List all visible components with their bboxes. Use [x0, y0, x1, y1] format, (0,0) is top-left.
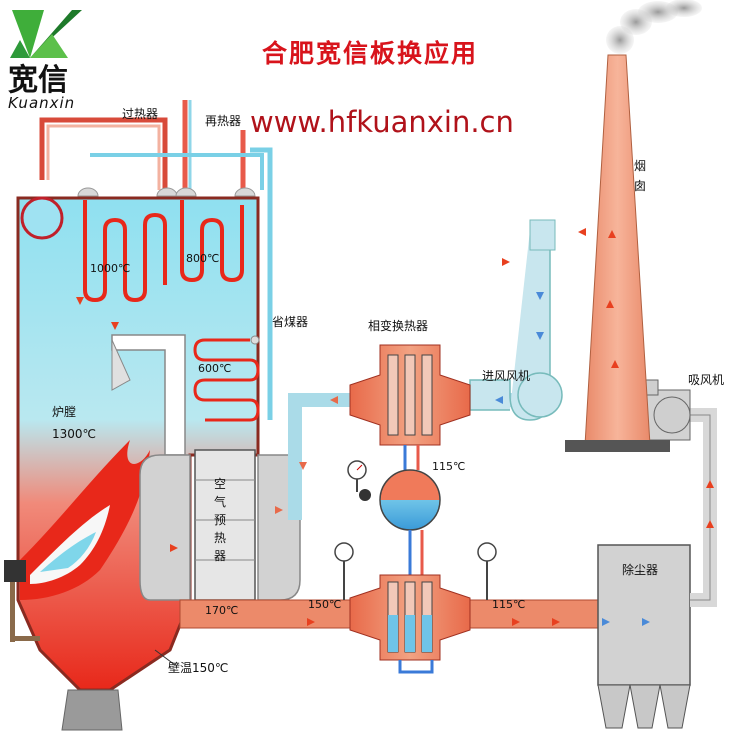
air-preheater-char-3: 预 [214, 513, 226, 527]
air-preheater-char-4: 热 [214, 531, 226, 545]
temp-1000-label: 1000℃ [90, 262, 130, 275]
company-title: 合肥宽信板换应用 [262, 39, 478, 68]
induced-fan [639, 379, 691, 441]
phase-change-hx-label: 相变换热器 [368, 318, 428, 333]
air-preheater-char-1: 空 [214, 477, 226, 491]
steam-drum [20, 196, 64, 240]
exhaust-duct [690, 408, 717, 607]
pressure-gauge-right-icon [477, 542, 497, 600]
air-preheater-char-2: 气 [214, 494, 226, 509]
logo-chinese-text: 宽信 [8, 63, 68, 98]
pressure-gauge-left-icon [334, 542, 354, 600]
pressure-gauge-upper-icon [347, 460, 371, 501]
air-flow-arrows [495, 292, 650, 626]
wall-temp-label: 壁温150℃ [168, 660, 228, 675]
inlet-fan [469, 219, 563, 421]
economizer-label: 省煤器 [272, 315, 308, 329]
temp-600-label: 600℃ [198, 362, 231, 375]
temp-170-label: 170℃ [205, 604, 238, 617]
air-return-arrows [275, 396, 338, 514]
separator-drum [379, 445, 441, 580]
economizer-coil [193, 338, 260, 422]
air-preheater [139, 449, 301, 601]
temp-800-label: 800℃ [186, 252, 219, 265]
furnace-label: 炉膛 [52, 405, 76, 419]
air-preheater-char-5: 器 [214, 549, 226, 563]
steam-pipes [39, 100, 273, 420]
inlet-fan-label: 进风风机 [482, 369, 530, 383]
burner-flame [20, 440, 150, 600]
ash-hopper [61, 689, 123, 731]
induced-fan-label: 吸风机 [688, 373, 724, 387]
temp-150-label: 150℃ [308, 598, 341, 611]
lower-heat-exchanger [349, 574, 471, 674]
upper-heat-exchanger [349, 344, 471, 446]
reheater-coil [180, 200, 244, 283]
chimney-char-2: 囱 [634, 179, 646, 193]
header-nozzles [77, 187, 256, 197]
dust-collector-label: 除尘器 [622, 562, 658, 577]
chimney [565, 0, 702, 452]
temp-115-lower-label: 115℃ [492, 598, 525, 611]
reheater-label: 再热器 [205, 114, 241, 128]
temp-115-upper-label: 115℃ [432, 460, 465, 473]
superheater-coil [83, 200, 167, 303]
flow-arrows [76, 228, 714, 626]
dust-collector [597, 544, 691, 729]
kuanxin-logo [10, 10, 82, 58]
furnace-temp: 1300℃ [52, 427, 96, 441]
burner-stand [4, 560, 40, 642]
logo-english-text: Kuanxin [8, 94, 75, 112]
superheater-label: 过热器 [122, 107, 158, 121]
logo-leaf-left-icon [12, 10, 44, 58]
website-url: www.hfkuanxin.cn [250, 105, 514, 139]
chimney-char-1: 烟 [634, 159, 646, 173]
flue-gas-duct [179, 599, 601, 629]
